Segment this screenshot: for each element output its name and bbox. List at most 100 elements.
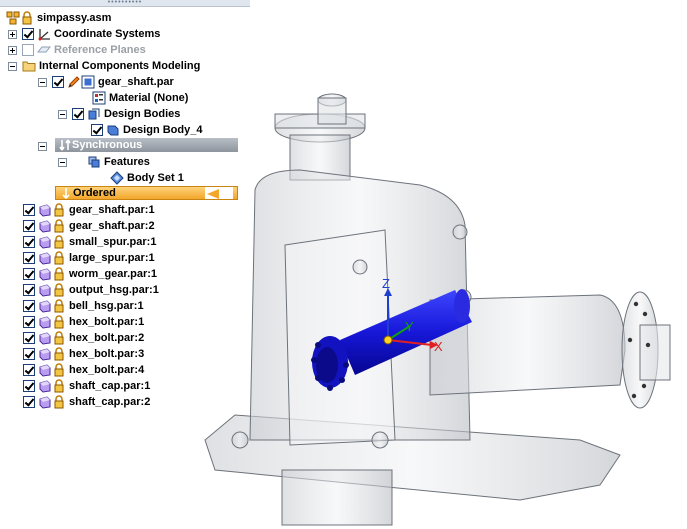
tree-item-label: gear_shaft.par:2 bbox=[69, 220, 155, 232]
lock-icon bbox=[54, 299, 64, 313]
tree-item-label: shaft_cap.par:2 bbox=[69, 396, 151, 408]
tree-item-part[interactable]: bell_hsg.par:1 bbox=[23, 298, 144, 314]
pump-housing bbox=[204, 93, 671, 526]
lock-icon bbox=[54, 203, 64, 217]
visibility-checkbox[interactable] bbox=[23, 204, 35, 216]
flange-holes bbox=[627, 301, 651, 399]
tree-item-part[interactable]: gear_shaft.par:2 bbox=[23, 218, 155, 234]
lock-icon bbox=[54, 251, 64, 265]
tree-item-label: output_hsg.par:1 bbox=[69, 284, 159, 296]
part-icon bbox=[39, 284, 51, 297]
tree-item-part[interactable]: worm_gear.par:1 bbox=[23, 266, 157, 282]
collapse-icon[interactable] bbox=[38, 77, 47, 87]
expand-icon[interactable] bbox=[8, 45, 17, 55]
ordered-flag bbox=[205, 187, 233, 199]
tree-item-part[interactable]: hex_bolt.par:3 bbox=[23, 346, 144, 362]
part-icon bbox=[39, 236, 51, 249]
tree-item-part[interactable]: hex_bolt.par:2 bbox=[23, 330, 144, 346]
tree-item-label: gear_shaft.par bbox=[98, 76, 174, 88]
part-icon bbox=[39, 396, 51, 409]
design-body-icon bbox=[107, 125, 119, 136]
visibility-checkbox[interactable] bbox=[23, 300, 35, 312]
collapse-icon[interactable] bbox=[8, 61, 17, 71]
axis-y-label: Y bbox=[405, 319, 414, 334]
tree-item-body-set-1[interactable]: Body Set 1 bbox=[110, 170, 184, 186]
tree-item-label: simpassy.asm bbox=[37, 12, 112, 24]
visibility-checkbox[interactable] bbox=[23, 220, 35, 232]
visibility-checkbox[interactable] bbox=[23, 332, 35, 344]
lock-icon bbox=[54, 315, 64, 329]
visibility-checkbox[interactable] bbox=[23, 236, 35, 248]
tree-item-internal-components[interactable]: Internal Components Modeling bbox=[8, 58, 200, 74]
synchronous-icon bbox=[59, 139, 71, 151]
tree-item-part[interactable]: shaft_cap.par:1 bbox=[23, 378, 150, 394]
tree-item-label: worm_gear.par:1 bbox=[69, 268, 158, 280]
visibility-checkbox[interactable] bbox=[72, 108, 84, 120]
ordered-icon bbox=[62, 188, 70, 200]
tree-item-gear-shaft-par[interactable]: gear_shaft.par bbox=[38, 74, 174, 90]
tree-item-part[interactable]: shaft_cap.par:2 bbox=[23, 394, 150, 410]
tree-item-label: Features bbox=[104, 156, 150, 168]
model-viewport[interactable]: Z X Y bbox=[200, 80, 687, 529]
pane-grip-bar[interactable]: •••••••••• bbox=[0, 0, 250, 7]
visibility-checkbox[interactable] bbox=[91, 124, 103, 136]
tree-item-label: Body Set 1 bbox=[127, 172, 184, 184]
axis-x-label: X bbox=[434, 339, 443, 354]
tree-item-label: gear_shaft.par:1 bbox=[69, 204, 155, 216]
material-icon bbox=[92, 91, 106, 105]
tree-item-label: Design Bodies bbox=[104, 108, 181, 120]
visibility-checkbox[interactable] bbox=[52, 76, 64, 88]
tree-item-features[interactable]: Features bbox=[58, 154, 150, 170]
tree-item-label: large_spur.par:1 bbox=[69, 252, 155, 264]
visibility-checkbox[interactable] bbox=[23, 316, 35, 328]
lock-icon bbox=[54, 219, 64, 233]
visibility-checkbox[interactable] bbox=[23, 268, 35, 280]
visibility-checkbox[interactable] bbox=[23, 348, 35, 360]
part-icon bbox=[39, 204, 51, 217]
tree-item-label: Design Body_4 bbox=[123, 124, 203, 136]
tree-item-coordinate-systems[interactable]: Coordinate Systems bbox=[8, 26, 160, 42]
visibility-checkbox[interactable] bbox=[22, 28, 34, 40]
ordered-label: Ordered bbox=[73, 187, 116, 199]
visibility-checkbox[interactable] bbox=[23, 380, 35, 392]
tree-item-label: hex_bolt.par:2 bbox=[69, 332, 145, 344]
tree-item-root[interactable]: simpassy.asm bbox=[6, 10, 111, 26]
part-icon bbox=[39, 252, 51, 265]
visibility-checkbox[interactable] bbox=[23, 284, 35, 296]
lock-icon bbox=[54, 379, 64, 393]
part-icon bbox=[39, 364, 51, 377]
lock-icon bbox=[54, 347, 64, 361]
tree-item-label: Material (None) bbox=[109, 92, 189, 104]
lock-icon bbox=[54, 363, 64, 377]
visibility-checkbox[interactable] bbox=[22, 44, 34, 56]
coordinate-triad[interactable] bbox=[383, 288, 438, 349]
tree-item-synchronous-toggle[interactable] bbox=[38, 138, 52, 154]
ordered-band[interactable]: Ordered bbox=[55, 186, 238, 200]
tree-item-part[interactable]: hex_bolt.par:1 bbox=[23, 314, 144, 330]
expand-icon[interactable] bbox=[8, 29, 17, 39]
visibility-checkbox[interactable] bbox=[23, 252, 35, 264]
part-icon bbox=[39, 332, 51, 345]
tree-item-label: Coordinate Systems bbox=[54, 28, 161, 40]
tree-item-material[interactable]: Material (None) bbox=[92, 90, 188, 106]
part-icon bbox=[39, 316, 51, 329]
synchronous-band[interactable]: Synchronous bbox=[55, 138, 238, 152]
tree-item-reference-planes[interactable]: Reference Planes bbox=[8, 42, 146, 58]
tree-item-part[interactable]: hex_bolt.par:4 bbox=[23, 362, 144, 378]
tree-item-design-body-4[interactable]: Design Body_4 bbox=[91, 122, 202, 138]
collapse-icon[interactable] bbox=[38, 141, 47, 151]
tree-item-part[interactable]: output_hsg.par:1 bbox=[23, 282, 159, 298]
part-icon bbox=[39, 380, 51, 393]
visibility-checkbox[interactable] bbox=[23, 396, 35, 408]
tree-item-design-bodies[interactable]: Design Bodies bbox=[58, 106, 180, 122]
tree-item-part[interactable]: large_spur.par:1 bbox=[23, 250, 155, 266]
tree-item-part[interactable]: small_spur.par:1 bbox=[23, 234, 156, 250]
collapse-icon[interactable] bbox=[58, 109, 67, 119]
tree-item-label: small_spur.par:1 bbox=[69, 236, 157, 248]
lock-icon bbox=[54, 235, 64, 249]
gear-shaft-body bbox=[311, 289, 472, 391]
visibility-checkbox[interactable] bbox=[23, 364, 35, 376]
collapse-icon[interactable] bbox=[58, 157, 67, 167]
part-document-icon bbox=[81, 75, 95, 89]
tree-item-part[interactable]: gear_shaft.par:1 bbox=[23, 202, 155, 218]
